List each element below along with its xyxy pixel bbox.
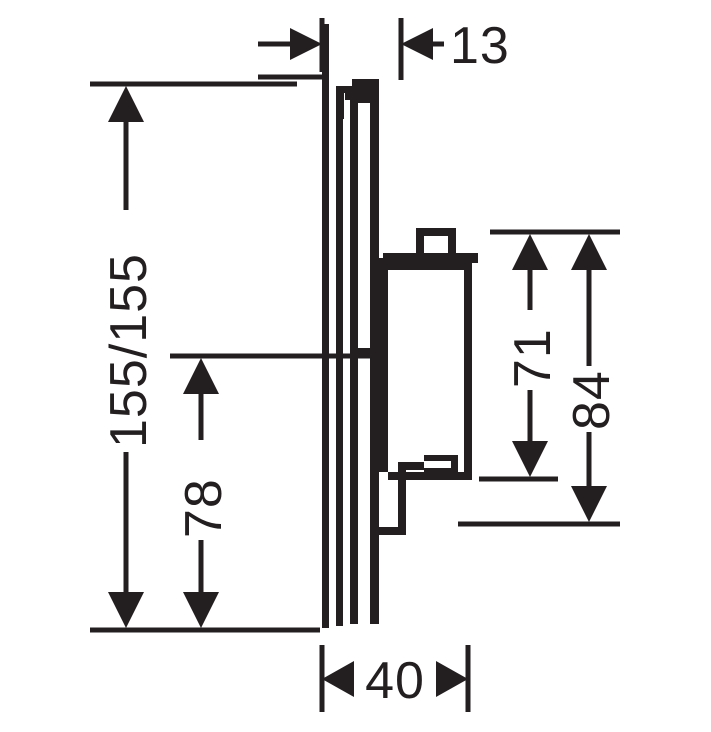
dim155-arrow-top bbox=[108, 86, 144, 122]
dimension-13: 13 bbox=[258, 17, 510, 80]
dimension-78: 78 bbox=[170, 353, 372, 628]
dim78-arrow-bottom bbox=[183, 592, 219, 628]
dimension-71: 71 bbox=[479, 229, 620, 482]
front-cover-plate bbox=[345, 79, 379, 624]
dim71-label: 71 bbox=[504, 328, 562, 388]
dimension-40: 40 bbox=[319, 645, 471, 712]
dim155-arrow-bottom bbox=[108, 592, 144, 628]
cartridge-housing-body bbox=[388, 262, 472, 480]
lower-locking-tab bbox=[424, 455, 458, 474]
escutcheon-plate-outer bbox=[322, 24, 329, 628]
dim78-arrow-top bbox=[183, 358, 219, 394]
spindle-cap bbox=[416, 228, 456, 254]
dim71-arrow-bottom bbox=[512, 441, 548, 477]
dim13-label: 13 bbox=[450, 17, 510, 75]
cover-top-notch bbox=[337, 86, 352, 119]
dim71-arrow-top bbox=[512, 234, 548, 270]
dimension-155-155: 155/155 bbox=[90, 81, 320, 633]
dim40-label: 40 bbox=[365, 652, 425, 710]
dim84-label: 84 bbox=[563, 370, 621, 430]
dim40-arrow-right bbox=[436, 661, 468, 697]
dim84-arrow-bottom bbox=[571, 486, 607, 522]
lower-bracket-foot bbox=[398, 462, 424, 534]
housing-connect-rib bbox=[379, 266, 388, 472]
collar-left-shoulder bbox=[379, 258, 388, 266]
dim155-label: 155/155 bbox=[100, 253, 158, 448]
cartridge-collar bbox=[383, 253, 478, 263]
dim78-label: 78 bbox=[175, 478, 233, 538]
dim13-arrow-right bbox=[401, 28, 433, 60]
bracket-base bbox=[379, 527, 406, 535]
product-profile bbox=[322, 24, 478, 628]
dim13-arrow-left bbox=[290, 28, 322, 60]
dim40-arrow-left bbox=[322, 661, 354, 697]
dimension-84: 84 bbox=[458, 234, 621, 527]
dim84-arrow-top bbox=[571, 234, 607, 270]
